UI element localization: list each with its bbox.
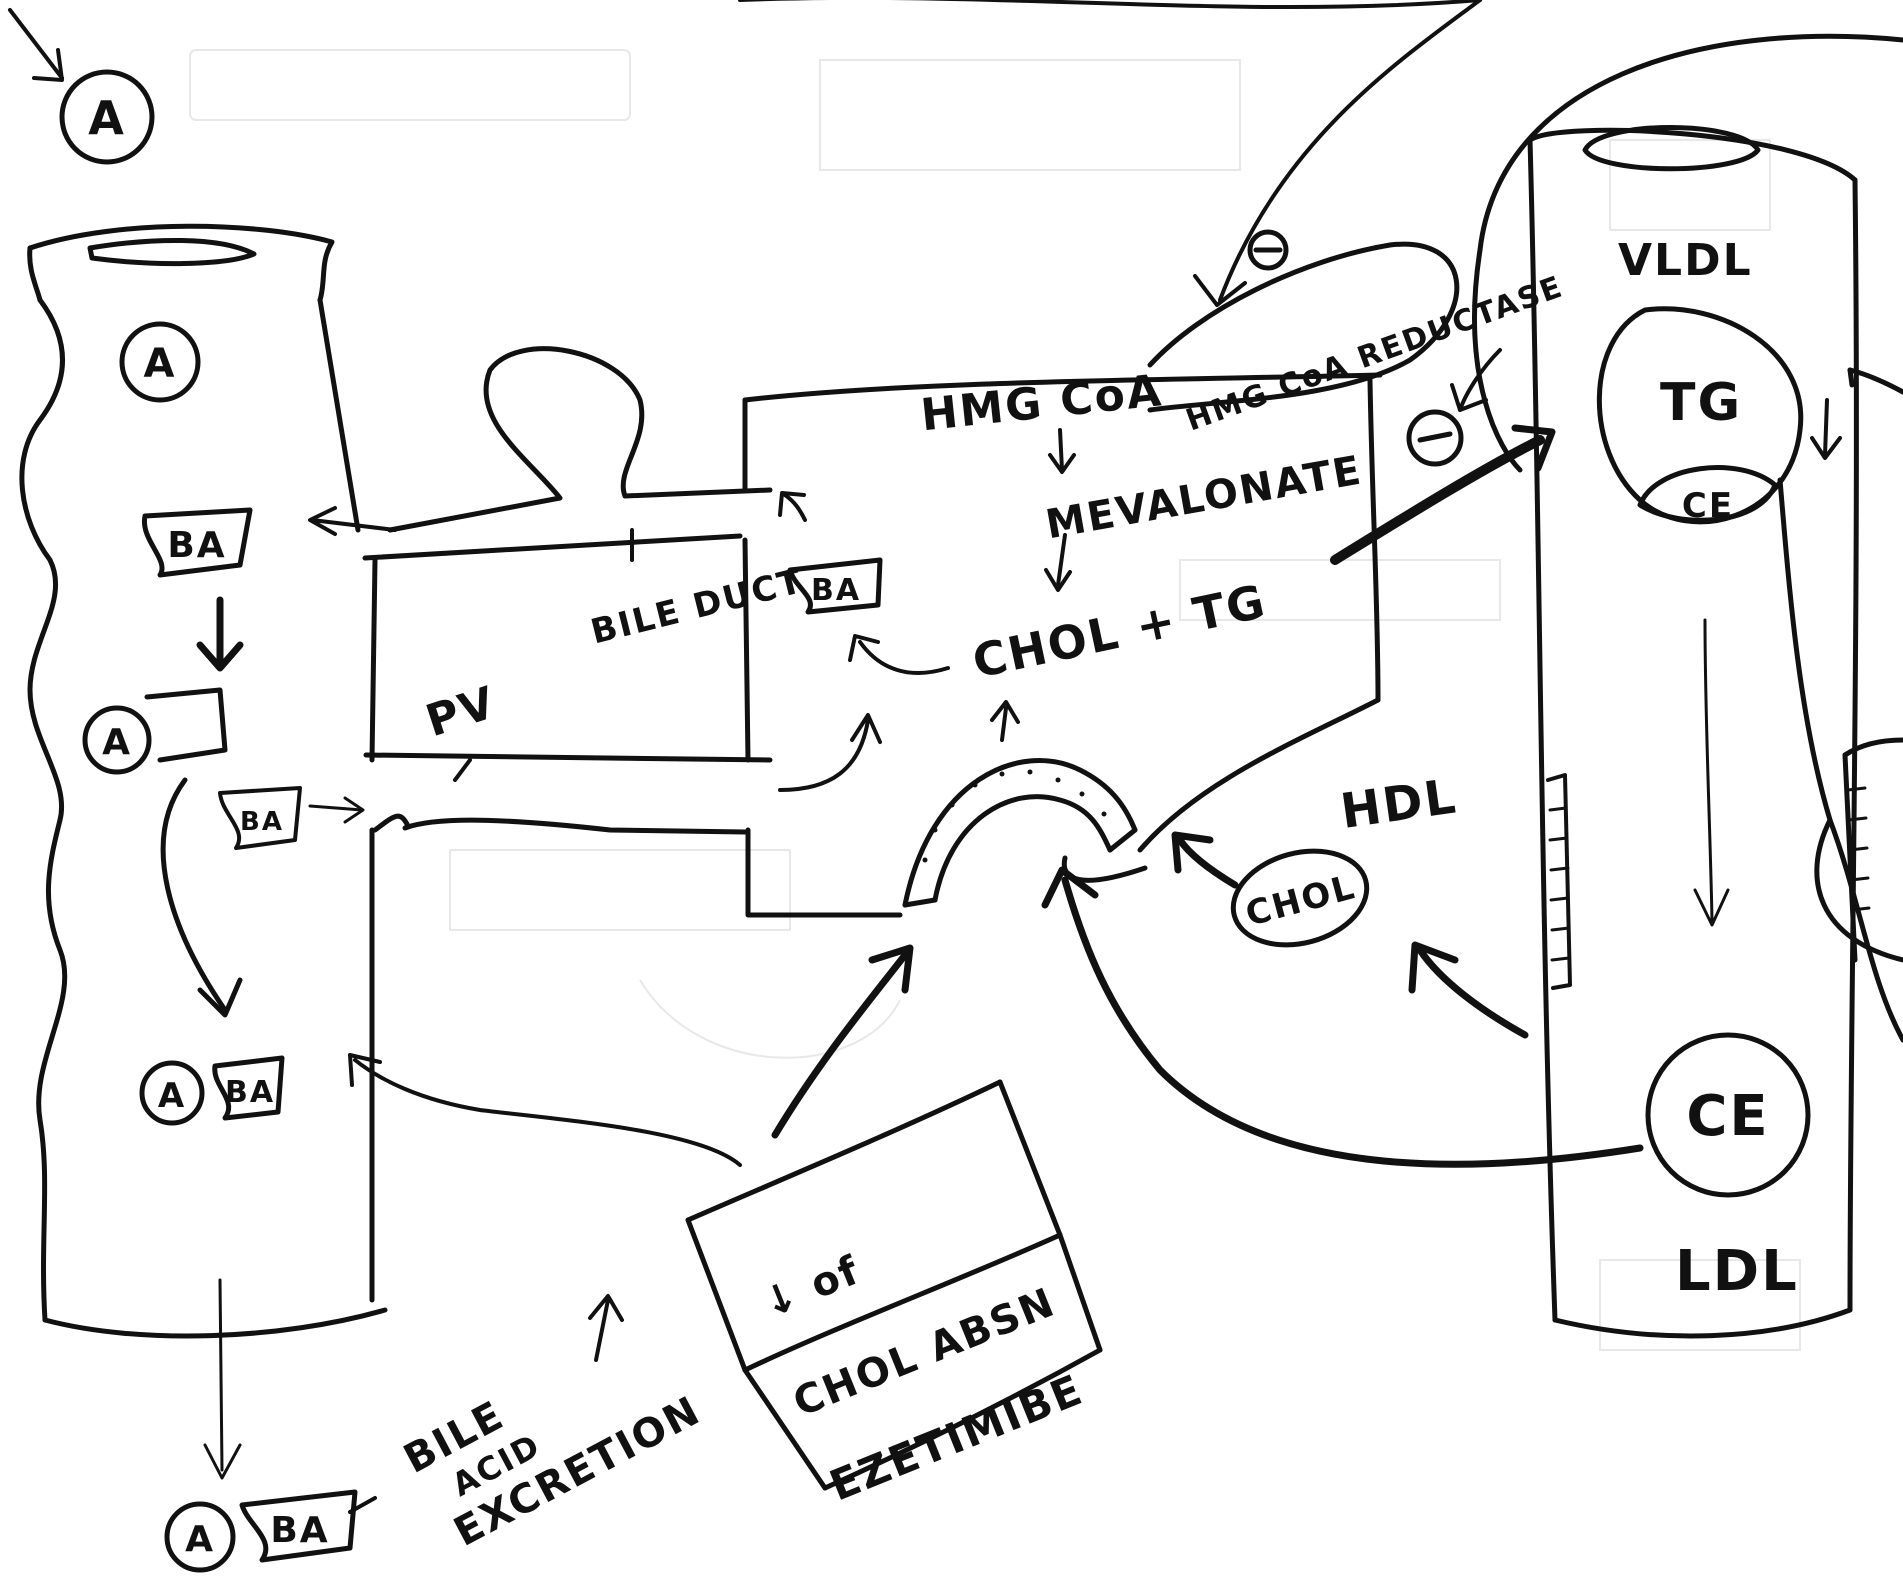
arrow-intestine-curve — [160, 777, 243, 1018]
arrow-excretion-down — [203, 1278, 242, 1480]
circle-a-micelle: A — [82, 687, 228, 775]
bile-acid-excretion-text: BILE ACID EXCRETION — [397, 1388, 709, 1556]
arrow-mev-to-chol — [1044, 533, 1072, 592]
ce-small-circle: CE — [1637, 465, 1778, 526]
arrow-pv-to-liver — [778, 713, 882, 792]
arrow-bile-to-intestine — [308, 506, 397, 536]
right-side-wall — [1777, 367, 1903, 1043]
circle-a-intestine: A — [119, 321, 201, 403]
top-left-arrow — [8, 8, 64, 82]
ldl-receptor-arch — [902, 758, 1138, 908]
chol-tg-label: CHOL + TG — [968, 574, 1271, 689]
receptor-dots — [922, 769, 1107, 863]
increase-arrow — [588, 1294, 624, 1362]
ba-tag-bottom-label: BA — [270, 1510, 329, 1551]
top-curve-to-liver — [738, 0, 1482, 307]
arrow-ba-down — [196, 596, 244, 672]
arrow-receptor-to-chol — [990, 700, 1020, 742]
ce-small-label: CE — [1682, 486, 1734, 526]
circle-a-top: A — [59, 69, 155, 165]
tg-label: TG — [1660, 373, 1742, 433]
inhibit-box: ↓ of CHOL ABSN — [685, 1079, 1063, 1426]
circle-a-top-label: A — [88, 91, 126, 145]
ba-tag-small-label: BA — [240, 807, 284, 837]
bile-duct-label: BILE DUCT — [587, 561, 808, 652]
arrow-liver-to-vldl — [1330, 424, 1556, 565]
hdl-label: HDL — [1337, 768, 1460, 840]
background-ghost-marks — [189, 49, 1801, 1351]
hmg-coa-label: HMG CoA — [918, 365, 1165, 441]
minus-sign-top: ⊖ — [1247, 229, 1289, 271]
ba-tag-bottom: BA — [239, 1489, 377, 1563]
hdl-chol-circle: CHOL — [1230, 848, 1370, 948]
circle-a-bottom-label: A — [185, 1519, 215, 1560]
inhibit-line1: ↓ of — [756, 1247, 866, 1327]
vldl-label: VLDL — [1618, 235, 1753, 286]
hmg-coa-reductase-label: HMG CoA REDUCTASE — [1182, 269, 1569, 438]
arrow-chol-to-ba — [848, 634, 950, 675]
ba-tag-liver-label: BA — [811, 573, 861, 608]
circle-a-micelle-label: A — [102, 722, 132, 763]
arrow-hmg-to-mev — [1048, 428, 1076, 474]
arrow-inhibit-to-receptor — [771, 944, 914, 1139]
arrow-vldl-to-ldl — [1693, 618, 1730, 927]
intestine — [19, 223, 388, 1339]
arrow-liver-to-bile — [778, 491, 807, 522]
ba-tag-upper: BA — [142, 507, 253, 578]
ce-large-circle: CE — [1645, 1032, 1811, 1198]
bile-duct-sac — [387, 346, 773, 562]
circle-a-lower-label: A — [158, 1076, 186, 1116]
ba-tag-lower: BA — [212, 1055, 285, 1121]
hmg-coa-reductase-lasso: HMG CoA REDUCTASE — [1147, 241, 1569, 439]
ba-tag-small: BA — [218, 786, 365, 850]
circle-a-intestine-label: A — [144, 341, 177, 387]
ldl-label: LDL — [1675, 1239, 1799, 1304]
arrow-right-vessel — [1810, 398, 1842, 460]
arrow-ldl-to-receptor — [1041, 866, 1644, 1168]
arrow-intestine-return — [348, 1053, 742, 1167]
minus-sign-vessel: ⊖ — [1406, 348, 1502, 467]
arrow-hdl-to-receptor — [1171, 831, 1239, 889]
pv-label: PV — [420, 677, 503, 747]
ba-tag-upper-label: BA — [167, 525, 226, 566]
vessel-wall-ladder — [1546, 773, 1572, 990]
pv-label-group: PV — [420, 677, 503, 782]
circle-a-lower: A — [139, 1060, 205, 1126]
blood-vessel — [1472, 33, 1903, 1339]
circle-a-bottom: A — [164, 1501, 236, 1573]
ba-tag-liver: BA — [787, 557, 883, 615]
liver-box — [742, 372, 1383, 918]
ba-tag-lower-label: BA — [225, 1075, 275, 1110]
arrow-vessel-to-hdl — [1408, 941, 1529, 1039]
ce-large-label: CE — [1686, 1084, 1769, 1149]
mevalonate-label: MEVALONATE — [1042, 447, 1365, 548]
portal-channel — [362, 533, 773, 835]
